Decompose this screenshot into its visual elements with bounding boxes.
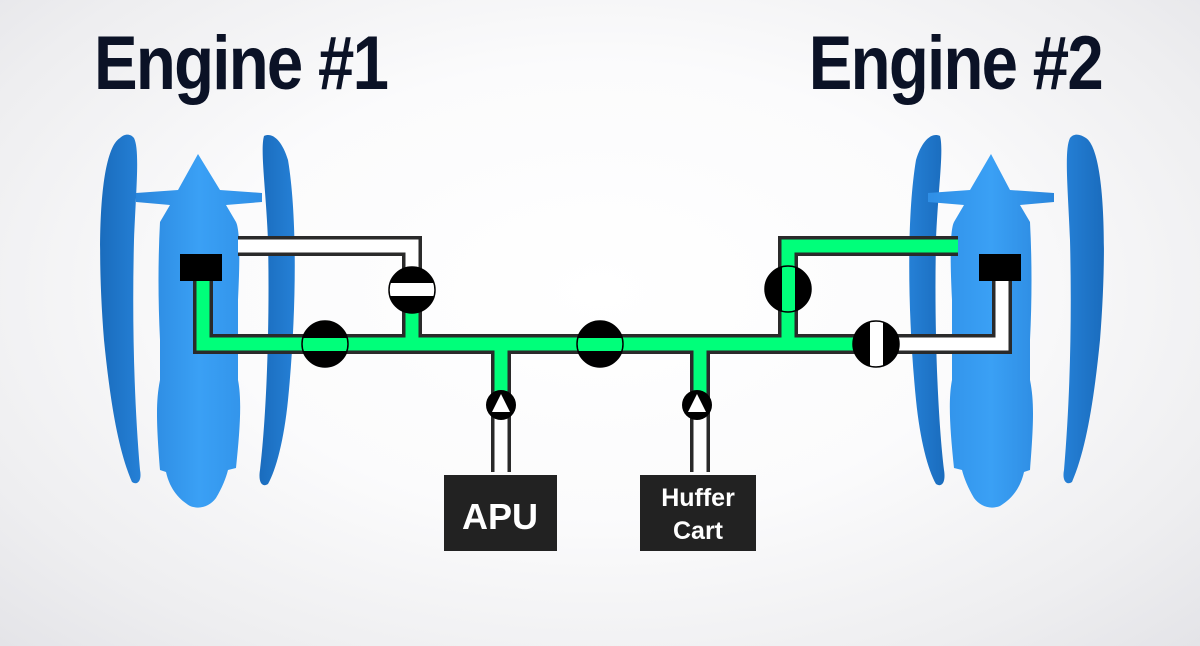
engine-2-bleed-port	[979, 254, 1021, 281]
huffer-cart-box[interactable]: Huffer Cart	[640, 475, 756, 551]
engine-1-isolation-valve[interactable]	[301, 320, 349, 368]
arrow-up-icon	[688, 394, 706, 412]
huffer-label-line1: Huffer	[661, 484, 735, 512]
engine-2-start-valve[interactable]	[764, 265, 812, 313]
engine-1-nacelle-left	[100, 134, 141, 484]
pressurized-manifold	[196, 268, 866, 351]
engine-2-isolation-valve[interactable]	[852, 320, 900, 368]
engine-1-start-valve[interactable]	[388, 266, 436, 314]
apu-box[interactable]: APU	[444, 475, 557, 551]
engine-1-title: Engine #1	[94, 21, 389, 106]
engine-1-start-duct	[238, 239, 419, 330]
huffer-check-valve[interactable]	[682, 390, 712, 420]
engine-1-nacelle-right	[259, 135, 295, 486]
apu-check-valve[interactable]	[486, 390, 516, 420]
engine-2-title: Engine #2	[808, 21, 1104, 106]
engine-2-body	[928, 154, 1054, 508]
engine-2-nacelle-right	[909, 135, 945, 486]
engine-1-bleed-port	[180, 254, 222, 281]
center-isolation-valve[interactable]	[576, 320, 624, 368]
apu-label: APU	[462, 496, 538, 537]
engine-2-nacelle-left	[1063, 134, 1104, 484]
huffer-label-line2: Cart	[673, 517, 724, 545]
arrow-up-icon	[492, 394, 510, 412]
engine-2	[909, 134, 1104, 508]
engine-2-bleed-duct	[880, 268, 1009, 351]
